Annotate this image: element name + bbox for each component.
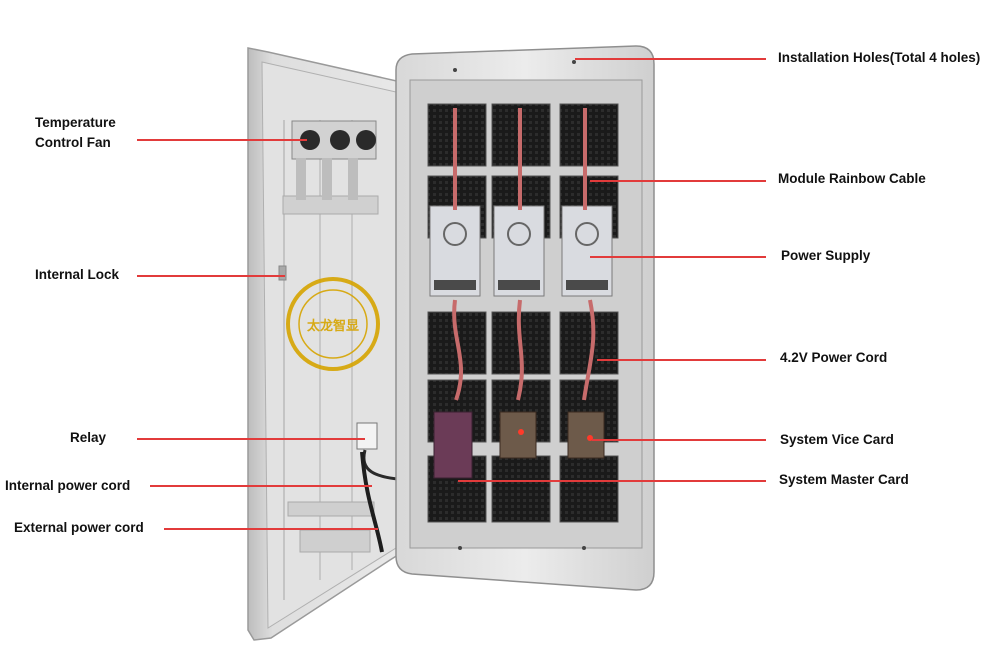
external-power-cord-icon <box>360 451 384 553</box>
label-system-master-card: System Master Card <box>779 472 909 487</box>
leader-line-4-2v-power-cord <box>597 359 766 361</box>
module-rainbow-cables <box>452 108 596 401</box>
leader-line-installation-holes <box>575 58 766 60</box>
label-module-rainbow-cable: Module Rainbow Cable <box>778 171 926 186</box>
power-supply-unit <box>429 205 481 297</box>
leader-line-internal-lock <box>137 275 285 277</box>
fan-grille-icon <box>507 222 531 246</box>
leader-line-internal-power-cord <box>150 485 372 487</box>
system-master-card-icon <box>433 411 473 479</box>
leader-line-module-rainbow-cable <box>590 180 766 182</box>
label-temperature-line2: Control Fan <box>35 135 111 150</box>
label-temperature-control-fan: Temperature Control Fan <box>35 113 116 153</box>
label-internal-power-cord: Internal power cord <box>5 478 131 493</box>
label-4-2v-power-cord: 4.2V Power Cord <box>780 350 888 365</box>
watermark-seal: 太龙智显 <box>286 277 380 371</box>
leader-line-system-vice-card <box>592 439 766 441</box>
fan-icon <box>330 130 350 150</box>
label-power-supply: Power Supply <box>781 248 871 263</box>
installation-hole-icon <box>572 60 576 64</box>
leader-line-external-power-cord <box>164 528 378 530</box>
relay-icon <box>356 422 378 450</box>
system-vice-card-icon <box>499 411 537 459</box>
installation-hole-icon <box>453 68 457 72</box>
system-vice-card-icon <box>567 411 605 459</box>
label-system-vice-card: System Vice Card <box>780 432 894 447</box>
label-temperature-line1: Temperature <box>35 115 116 130</box>
led-module <box>559 455 619 523</box>
leader-line-fan <box>137 139 307 141</box>
internal-lock-icon <box>278 265 287 281</box>
leader-line-relay <box>137 438 365 440</box>
label-external-power-cord: External power cord <box>14 520 144 535</box>
fan-grille-icon <box>575 222 599 246</box>
power-supply-unit <box>493 205 545 297</box>
label-internal-lock: Internal Lock <box>35 267 120 282</box>
fan-grille-icon <box>443 222 467 246</box>
label-installation-holes: Installation Holes(Total 4 holes) <box>778 50 981 65</box>
svg-text:太龙智显: 太龙智显 <box>306 318 359 334</box>
installation-hole-icon <box>582 546 586 550</box>
fan-icon <box>300 130 320 150</box>
label-relay: Relay <box>70 430 107 445</box>
power-supply-row <box>429 205 613 297</box>
led-module <box>491 455 551 523</box>
installation-hole-icon <box>458 546 462 550</box>
leader-line-system-master-card <box>458 480 766 482</box>
system-cards <box>433 411 605 479</box>
power-supply-unit <box>561 205 613 297</box>
fan-block <box>291 120 377 200</box>
led-module <box>559 103 619 167</box>
fan-icon <box>356 130 376 150</box>
leader-line-power-supply <box>590 256 766 258</box>
